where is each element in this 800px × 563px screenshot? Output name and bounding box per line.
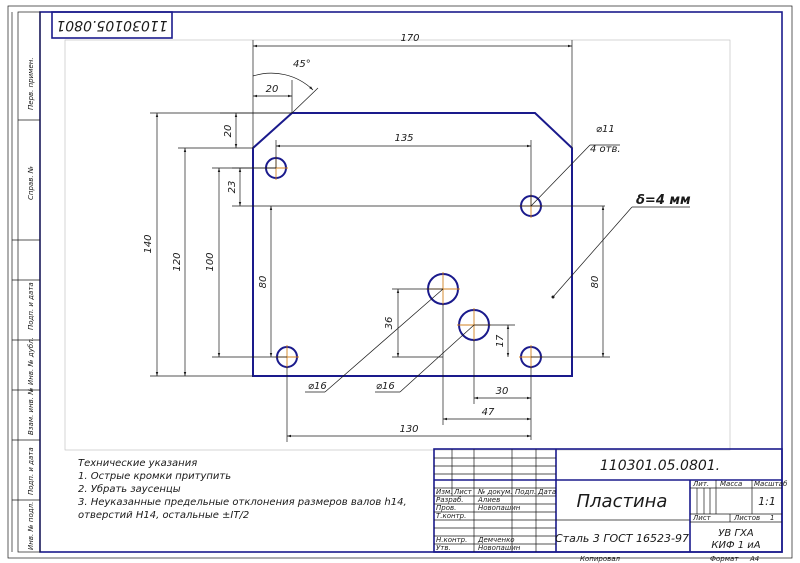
- role-2: Пров.: [436, 504, 456, 512]
- sheets-value: 1: [770, 514, 774, 522]
- sheets-label: Листов: [733, 514, 760, 522]
- title-block: 110301.05.0801. Изм. Лист № докум. Подп.…: [433, 448, 788, 563]
- note-3: 3. Неуказанные предельные отклонения раз…: [78, 497, 407, 508]
- sheet-border-outer: [7, 5, 793, 559]
- role-5: Утв.: [436, 544, 451, 552]
- role-3: Т.контр.: [436, 512, 466, 520]
- dim-135: 135: [394, 133, 413, 144]
- note-1: 1. Острые кромки притупить: [78, 471, 231, 482]
- name-4: Демченко: [477, 536, 515, 544]
- hdr-date: Дата: [537, 488, 556, 496]
- dim-170: 170: [400, 33, 419, 44]
- dim-36: 36: [384, 317, 395, 330]
- dim-80-right: 80: [590, 276, 601, 289]
- side-stamp-6: Подп. и дата: [27, 447, 35, 495]
- org-line-1: УВ ГХА: [718, 528, 754, 539]
- scale-value: 1:1: [758, 495, 776, 508]
- technical-notes: Технические указания 1. Острые кромки пр…: [78, 458, 407, 521]
- side-stamp-7: Инв. № подл.: [27, 502, 35, 550]
- dim-47: 47: [482, 407, 495, 418]
- hdr-izm: Изм.: [436, 488, 452, 496]
- dim-20-horizontal: 20: [266, 84, 279, 95]
- note-4: отверстий H14, остальные ±IT/2: [78, 510, 249, 521]
- side-stamp-5: Взам. инв. №: [27, 387, 35, 435]
- part-name: Пластина: [577, 491, 668, 512]
- plate-outline: [252, 112, 573, 377]
- format-label: Формат: [710, 555, 739, 563]
- dim-23: 23: [227, 181, 238, 194]
- hdr-sign: Подп.: [515, 488, 536, 496]
- hdr-list: Лист: [453, 488, 473, 496]
- col-mass: Масса: [720, 480, 742, 488]
- copied-label: Копировал: [580, 555, 621, 563]
- dim-130: 130: [399, 424, 418, 435]
- name-1: Алиев: [477, 496, 500, 504]
- top-stamp: 11030105.0801: [51, 11, 173, 39]
- notes-title: Технические указания: [78, 458, 197, 469]
- note-2: 2. Убрать заусенцы: [78, 483, 181, 495]
- material: Сталь 3 ГОСТ 16523-97: [555, 532, 689, 545]
- role-1: Разраб.: [436, 496, 464, 504]
- doc-number: 110301.05.0801.: [600, 458, 720, 474]
- drawing-area: [64, 39, 731, 451]
- side-stamp-3: Подп. и дата: [27, 282, 35, 330]
- callout-dia16-b: ⌀16: [376, 381, 395, 392]
- callout-hole-count: 4 отв.: [590, 144, 621, 155]
- dim-80-left: 80: [258, 276, 269, 289]
- format-value: A4: [749, 555, 759, 563]
- name-2: Новопашин: [478, 504, 521, 512]
- name-5: Новопашин: [478, 544, 521, 552]
- org-line-2: КИФ 1 иА: [711, 540, 760, 551]
- callout-thickness: δ=4 мм: [636, 193, 691, 208]
- dim-120: 120: [172, 252, 183, 271]
- dimension-texts: 170 45° 20 20 135 23 140 120 100 80 80 3…: [143, 33, 691, 435]
- dimension-lines: [150, 40, 690, 442]
- col-scale: Масштаб: [754, 480, 788, 488]
- dim-30: 30: [496, 386, 509, 397]
- col-lit: Лит.: [692, 480, 709, 488]
- hdr-doc: № докум.: [477, 488, 513, 496]
- sheet-label: Лист: [692, 514, 712, 522]
- top-stamp-number: 11030105.0801: [56, 17, 167, 33]
- callout-dia16-a: ⌀16: [308, 381, 327, 392]
- side-stamp-4: Инв. № дубл.: [27, 337, 35, 385]
- dim-17: 17: [495, 334, 506, 347]
- dim-140: 140: [143, 234, 154, 253]
- callout-hole-diameter: ⌀11: [596, 124, 615, 135]
- role-4: Н.контр.: [436, 536, 467, 544]
- side-stamp-column: Перв. примен. Справ. № Подп. и дата Инв.…: [11, 11, 41, 553]
- side-stamp-1: Перв. примен.: [27, 57, 35, 110]
- side-stamp-2: Справ. №: [27, 166, 35, 200]
- dim-20-vertical: 20: [223, 125, 234, 138]
- dim-45-angle: 45°: [293, 59, 311, 70]
- dim-100: 100: [205, 252, 216, 271]
